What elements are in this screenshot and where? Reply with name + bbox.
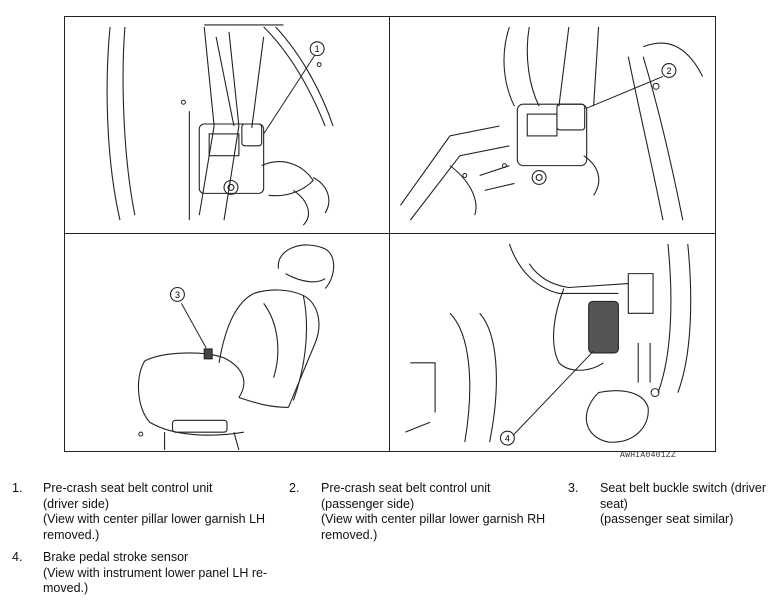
legend-line: (passenger side): [321, 496, 415, 511]
legend-line: seat): [600, 496, 628, 511]
seat-belt-buckle-illustration: 3: [137, 244, 335, 451]
legend-line: Pre-crash seat belt control unit: [43, 481, 213, 495]
legend-line: (View with instrument lower panel LH re-: [43, 565, 268, 580]
callout-3: 3: [175, 290, 180, 300]
legend-line: (passenger seat similar): [600, 512, 734, 526]
brake-pedal-sensor-illustration: 4: [405, 243, 692, 446]
passenger-side-control-unit-illustration: 2: [399, 26, 704, 221]
legend-number: 4.: [12, 550, 23, 564]
panel-seat-belt-buckle-switch: 3: [64, 233, 390, 452]
legend-number: 3.: [568, 481, 579, 495]
legend-line: moved.): [43, 581, 89, 595]
legend-line: (View with center pillar lower garnish L…: [43, 512, 266, 526]
figure-code: AWHIA0401ZZ: [620, 451, 677, 460]
callout-1: 1: [315, 44, 320, 54]
callout-2: 2: [666, 66, 671, 76]
legend-number: 1.: [12, 481, 23, 495]
callout-4: 4: [505, 434, 510, 444]
panel-driver-side-control-unit: 1: [64, 16, 390, 234]
legend-line: (View with center pillar lower garnish R…: [321, 512, 546, 526]
legend-line: removed.): [321, 527, 378, 542]
panel-brake-pedal-stroke-sensor: 4: [389, 233, 716, 452]
component-location-figure: 1: [64, 16, 716, 452]
legend-line: Seat belt buckle switch (driver: [600, 481, 767, 495]
legend-line: (driver side): [43, 496, 109, 511]
driver-side-control-unit-illustration: 1: [106, 24, 334, 226]
panel-passenger-side-control-unit: 2: [389, 16, 716, 234]
legend-number: 2.: [289, 481, 300, 495]
legend-line: Brake pedal stroke sensor: [43, 550, 189, 564]
legend-line: removed.): [43, 527, 100, 542]
legend-line: Pre-crash seat belt control unit: [321, 481, 491, 495]
